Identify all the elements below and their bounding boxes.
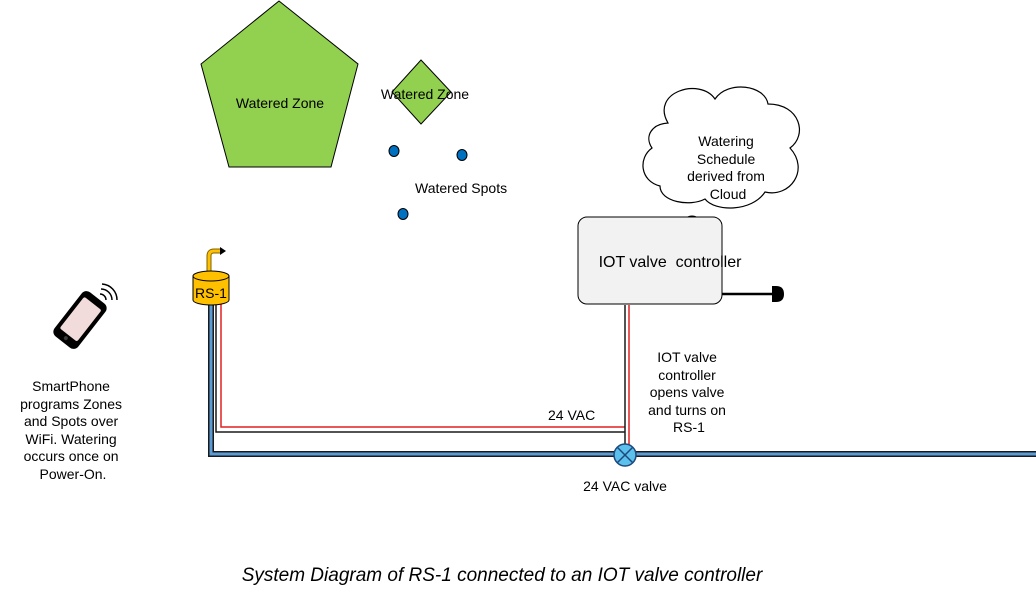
watered-spot bbox=[397, 208, 409, 220]
watered-zone-pentagon: Watered Zone bbox=[200, 0, 359, 168]
diagram-caption: System Diagram of RS-1 connected to an I… bbox=[242, 565, 763, 586]
cloud-icon bbox=[642, 86, 800, 209]
controller-note: IOT valve controller opens valve and tur… bbox=[648, 349, 730, 435]
controller-note-line: opens valve bbox=[650, 384, 725, 400]
wifi-signal-icon bbox=[99, 283, 118, 301]
cloud-line: derived from bbox=[687, 168, 765, 184]
watered-spots: Watered Spots bbox=[388, 145, 507, 220]
cloud-line: Watering bbox=[698, 133, 754, 149]
controller-note-line: RS-1 bbox=[673, 419, 705, 435]
smartphone-note-line: Power-On. bbox=[40, 466, 107, 482]
smartphone-note: SmartPhone programs Zones and Spots over… bbox=[20, 378, 126, 482]
cloud-line: Schedule bbox=[697, 151, 756, 167]
iot-valve-controller: IOT valve controller bbox=[577, 216, 743, 305]
watered-zone-diamond-label: Watered Zone bbox=[381, 86, 469, 102]
watered-spots-label: Watered Spots bbox=[415, 180, 507, 196]
watered-zone-diamond: Watered Zone bbox=[381, 59, 469, 125]
wiring bbox=[215, 300, 630, 445]
rs1-label: RS-1 bbox=[195, 285, 227, 301]
cloud-line: Cloud bbox=[710, 186, 747, 202]
power-plug-icon bbox=[722, 286, 784, 302]
controller-note-line: and turns on bbox=[648, 402, 726, 418]
valve-icon: 24 VAC valve bbox=[583, 443, 667, 494]
smartphone-note-line: SmartPhone bbox=[32, 378, 110, 394]
wire-label: 24 VAC bbox=[548, 407, 595, 423]
cloud-callout: Watering Schedule derived from Cloud bbox=[642, 86, 800, 239]
controller-note-line: IOT valve bbox=[657, 349, 717, 365]
controller-label: IOT valve controller bbox=[599, 254, 743, 271]
water-pipe bbox=[208, 305, 1036, 457]
cloud-text: Watering Schedule derived from Cloud bbox=[687, 133, 769, 202]
watered-spot bbox=[456, 149, 468, 161]
controller-note-line: controller bbox=[658, 367, 716, 383]
watered-spot bbox=[388, 145, 400, 157]
valve-label: 24 VAC valve bbox=[583, 478, 667, 494]
rs1-sensor: RS-1 bbox=[192, 247, 230, 306]
smartphone-icon bbox=[53, 283, 118, 349]
smartphone-note-line: WiFi. Watering bbox=[25, 431, 116, 447]
watered-zone-pentagon-label: Watered Zone bbox=[236, 95, 324, 111]
smartphone-note-line: programs Zones bbox=[20, 396, 122, 412]
smartphone-note-line: and Spots over bbox=[24, 413, 119, 429]
smartphone-note-line: occurs once on bbox=[24, 448, 119, 464]
